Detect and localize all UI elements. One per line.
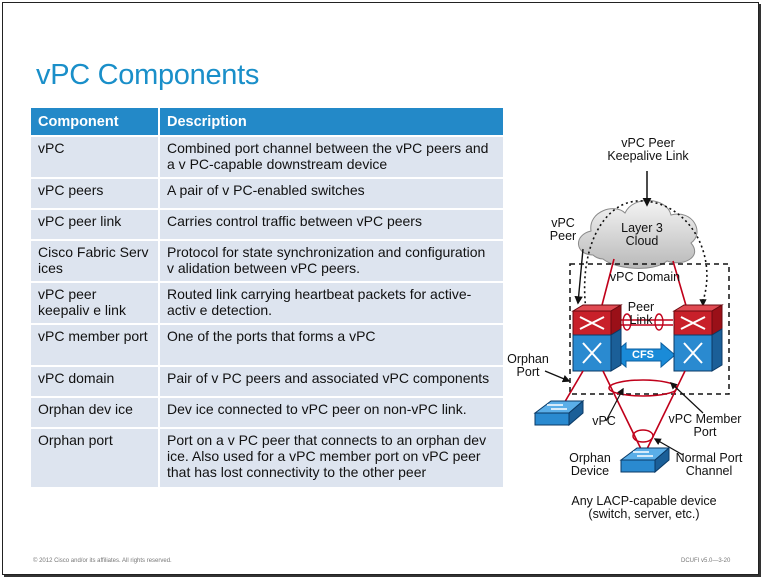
component-cell: vPC domain (31, 367, 160, 396)
orphan-device-label: Orphan Device (569, 451, 611, 478)
component-cell: vPC member port (31, 325, 160, 365)
lacp-device-label: Any LACP-capable device (switch, server,… (571, 494, 717, 521)
keepalive-link (583, 200, 708, 329)
vpc-peer-arrow (574, 248, 584, 305)
lacp-device-switch-icon (619, 446, 671, 474)
vpc-diagram (533, 171, 730, 474)
description-cell: Pair of v PC peers and associated vPC co… (160, 367, 503, 396)
components-table: Component Description vPC Combined port … (31, 106, 503, 489)
vpc-peer-switch-left-icon (571, 304, 623, 372)
component-cell: Cisco Fabric Serv ices (31, 241, 160, 281)
vpc-ellipse (608, 379, 678, 397)
component-cell: vPC peer link (31, 210, 160, 239)
vpc-link-left (602, 370, 642, 450)
cfs-label: CFS (632, 349, 654, 361)
uplink-left (600, 258, 615, 310)
layer3-cloud-icon (578, 200, 698, 269)
component-cell: Orphan dev ice (31, 398, 160, 427)
peer-link-label: Peer Link (627, 300, 655, 327)
table-row: vPC peers A pair of v PC-enabled switche… (31, 179, 503, 208)
vpc-peer-switch-right-icon (672, 304, 724, 372)
slide-title: vPC Components (36, 59, 260, 91)
component-cell: vPC (31, 137, 160, 177)
keepalive-label: vPC Peer Keepalive Link (607, 136, 689, 163)
vpc-label-arrow (605, 387, 624, 422)
uplink-right (672, 260, 688, 310)
vpc-domain-box (569, 263, 730, 395)
peer-link (613, 313, 673, 331)
component-cell: vPC peers (31, 179, 160, 208)
table-row: vPC peer link Carries control traffic be… (31, 210, 503, 239)
table-header-row: Component Description (31, 108, 503, 135)
header-description: Description (160, 108, 503, 135)
table-row: vPC peer keepaliv e link Routed link car… (31, 283, 503, 323)
description-cell: One of the ports that forms a vPC (160, 325, 503, 365)
component-cell: vPC peer keepaliv e link (31, 283, 160, 323)
normal-pc-arrow (653, 438, 684, 456)
description-cell: Combined port channel between the vPC pe… (160, 137, 503, 177)
header-component: Component (31, 108, 160, 135)
cloud-label: Layer 3 Cloud (621, 221, 663, 248)
description-cell: A pair of v PC-enabled switches (160, 179, 503, 208)
vpc-peer-label: vPC Peer (549, 216, 577, 243)
table-row: Orphan dev ice Dev ice connected to vPC … (31, 398, 503, 427)
vpc-label: vPC (592, 414, 616, 428)
normal-pc-ellipse (632, 429, 654, 443)
copyright-footer: © 2012 Cisco and/or its affiliates. All … (33, 558, 172, 564)
member-port-label: vPC Member Port (668, 412, 742, 439)
table-row: vPC domain Pair of v PC peers and associ… (31, 367, 503, 396)
normal-pc-label: Normal Port Channel (675, 451, 743, 478)
table-row: vPC member port One of the ports that fo… (31, 325, 503, 365)
table-row: vPC Combined port channel between the vP… (31, 137, 503, 177)
description-cell: Routed link carrying heartbeat packets f… (160, 283, 503, 323)
member-port-arrow (669, 382, 704, 414)
slide-code-footer: DCUFI v5.0—3-20 (681, 558, 731, 564)
table-row: Cisco Fabric Serv ices Protocol for stat… (31, 241, 503, 281)
table-row: Orphan port Port on a v PC peer that con… (31, 429, 503, 487)
vpc-domain-label: vPC Domain (609, 270, 681, 284)
description-cell: Dev ice connected to vPC peer on non-vPC… (160, 398, 503, 427)
description-cell: Port on a v PC peer that connects to an … (160, 429, 503, 487)
component-cell: Orphan port (31, 429, 160, 487)
orphan-link (562, 370, 584, 406)
orphan-port-arrow (544, 370, 571, 383)
orphan-port-label: Orphan Port (507, 352, 549, 379)
description-cell: Protocol for state synchronization and c… (160, 241, 503, 281)
orphan-device-switch-icon (533, 399, 585, 427)
description-cell: Carries control traffic between vPC peer… (160, 210, 503, 239)
